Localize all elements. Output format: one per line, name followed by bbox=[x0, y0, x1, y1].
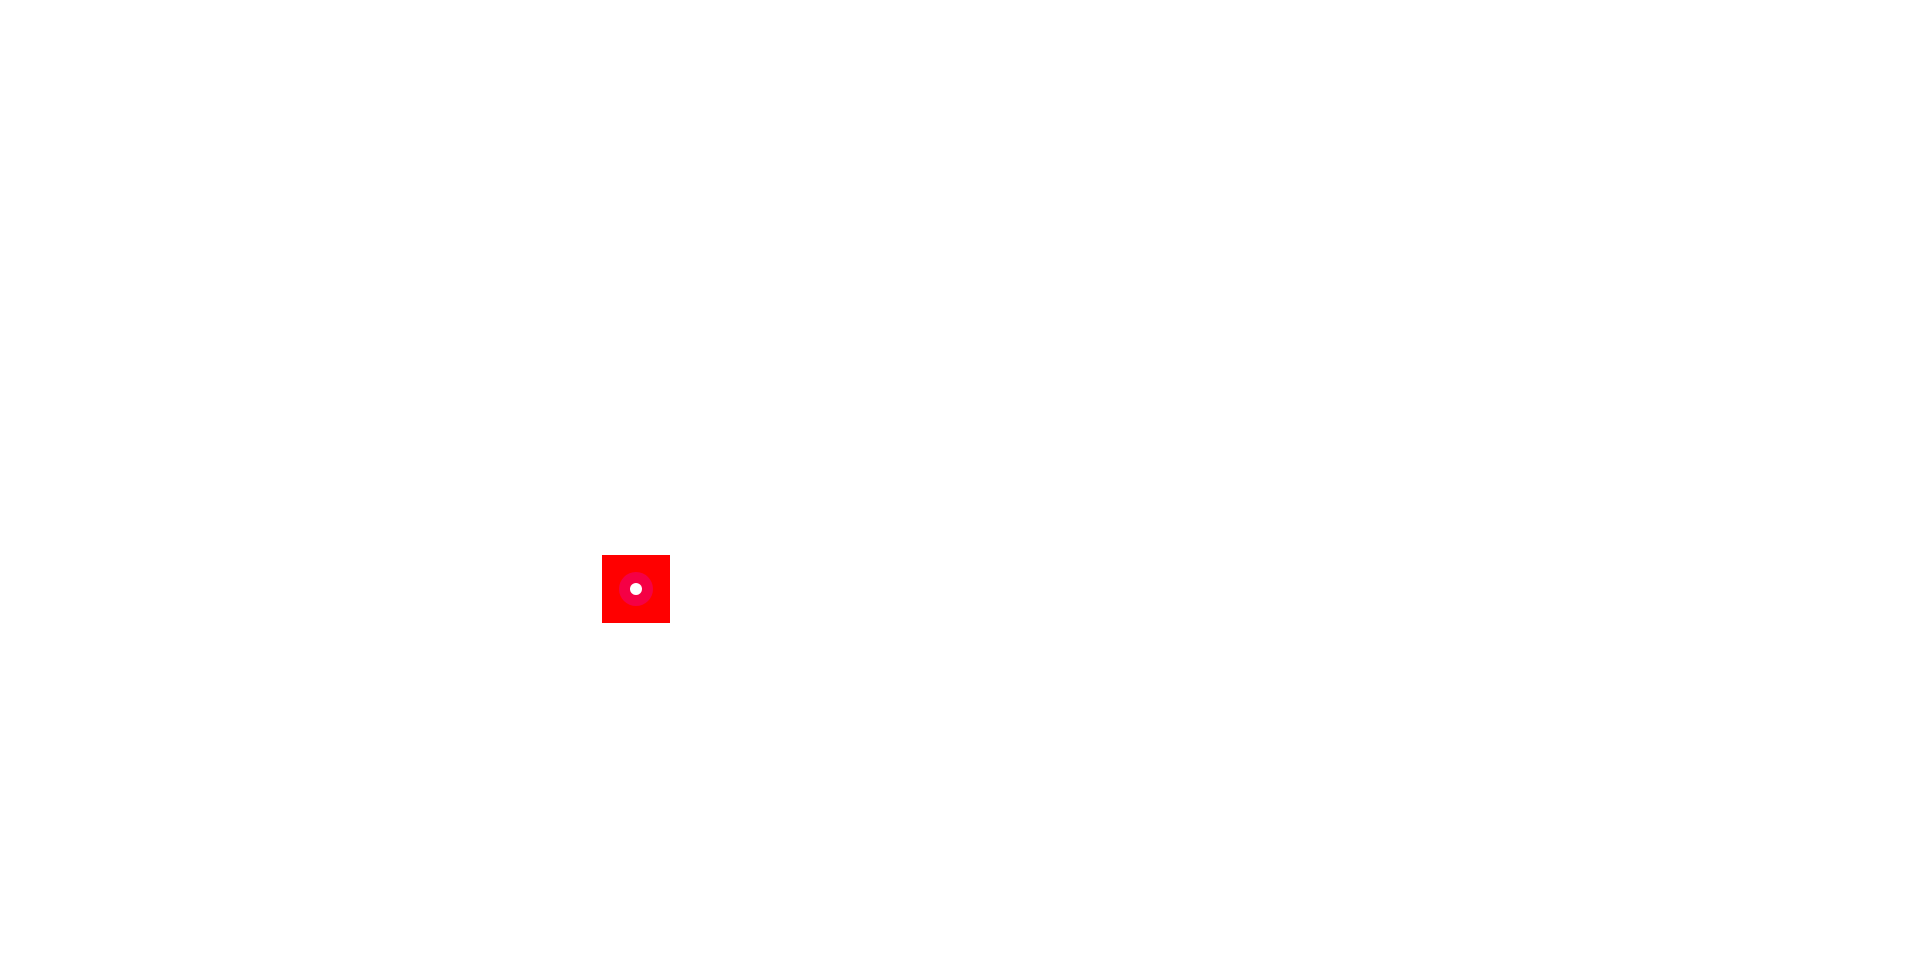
marker-ring-icon bbox=[619, 572, 653, 606]
marker-dot-icon bbox=[630, 583, 642, 595]
click-marker[interactable] bbox=[602, 555, 670, 623]
